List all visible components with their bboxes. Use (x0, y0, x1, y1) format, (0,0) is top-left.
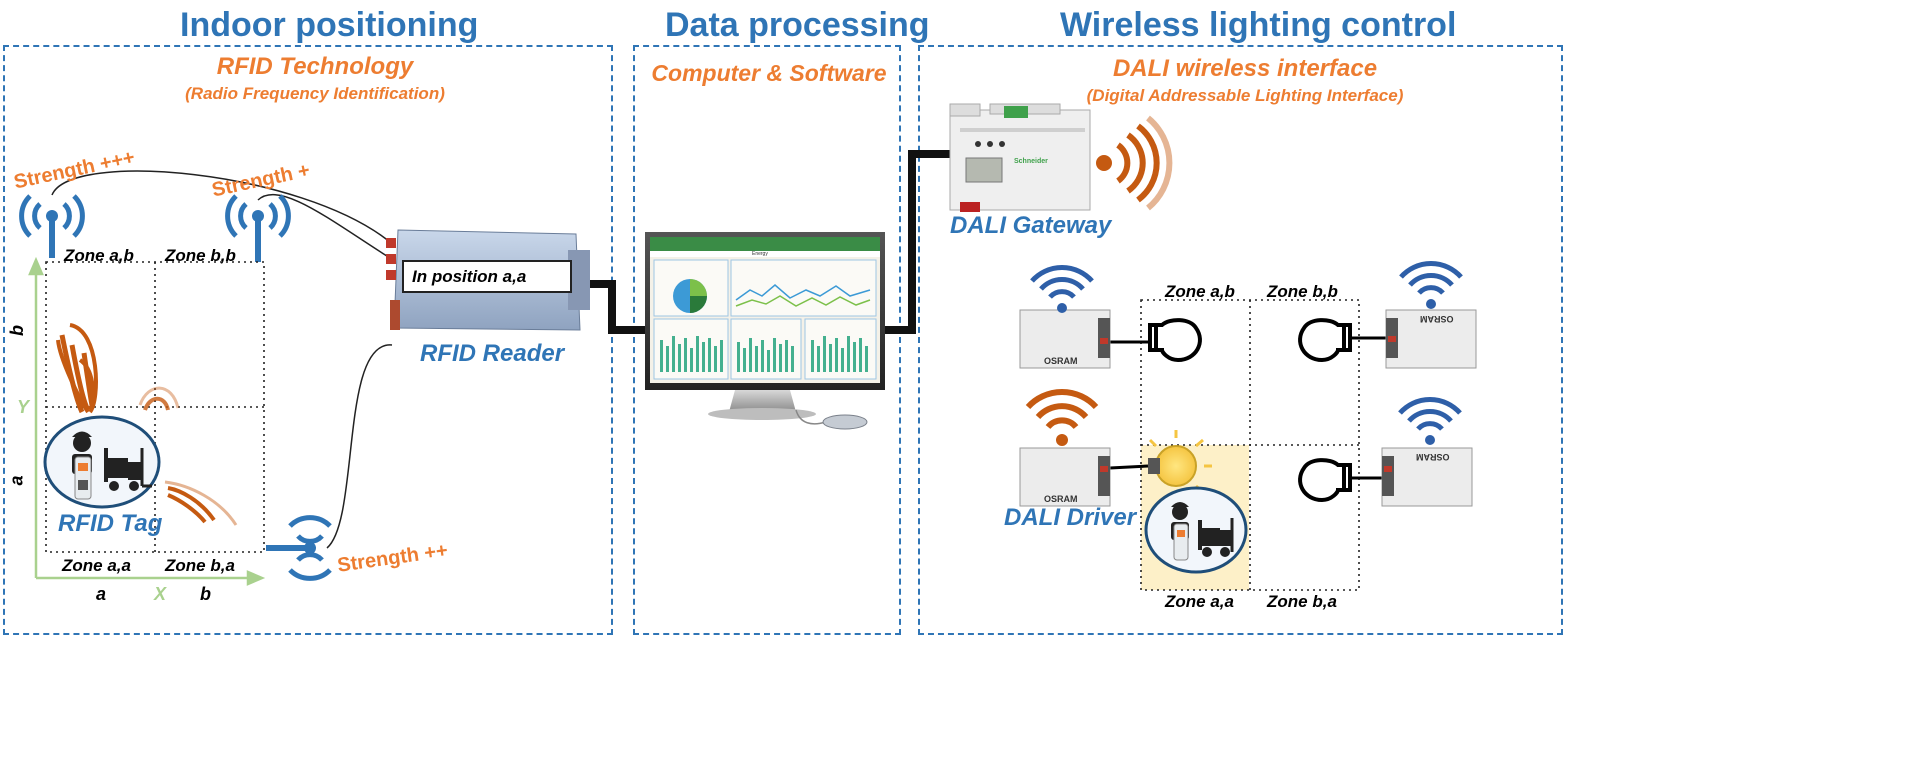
osram-brand-top-left: OSRAM (1044, 356, 1078, 366)
data-processing-panel (633, 45, 901, 635)
gateway-brand: Schneider (1014, 158, 1048, 165)
axis-b-horizontal-label: b (200, 584, 211, 604)
reader-display-text: In position a,a (412, 267, 527, 286)
dali-driver-bottom-right (1381, 447, 1473, 507)
rfid-zone-ba-label: Zone b,a (165, 556, 235, 575)
dali-interface-subtitle: DALI wireless interface (1112, 55, 1378, 82)
dali-expansion-subtitle: (Digital Addressable Lighting Interface) (1086, 86, 1404, 105)
dali-zone-aa-label: Zone a,a (1165, 592, 1234, 611)
dali-driver-top-left (1019, 309, 1111, 369)
dali-driver-label: DALI Driver (1004, 504, 1137, 531)
rfid-tag-label: RFID Tag (58, 510, 163, 537)
tag-signal-waves (56, 323, 238, 526)
dashboard-header: Energy (752, 251, 768, 257)
dali-gateway-device (949, 103, 1091, 212)
rfid-reader-label: RFID Reader (420, 340, 565, 367)
wireless-lighting-panel (918, 45, 1563, 635)
antenna-top-left (19, 194, 85, 258)
dali-driver-bottom-left (1019, 447, 1111, 507)
rfid-expansion-subtitle: (Radio Frequency Identification) (185, 84, 445, 103)
indoor-positioning-title: Indoor positioning (180, 6, 479, 44)
bulb-zone-ab (1148, 318, 1202, 363)
bulb-zone-ba (1298, 458, 1352, 503)
osram-brand-bottom-right: OSRAM (1416, 452, 1450, 462)
wifi-icon-bottom-right (1398, 397, 1462, 445)
axis-x-label: X (154, 584, 167, 604)
rfid-technology-subtitle: RFID Technology (216, 53, 414, 80)
dali-tag-illustration (1144, 486, 1248, 574)
dali-zone-grid (1140, 299, 1360, 591)
axis-y-label: Y (17, 397, 30, 417)
dali-gateway-label: DALI Gateway (950, 212, 1112, 239)
rfid-zone-aa-label: Zone a,a (62, 556, 131, 575)
computer-monitor (645, 232, 885, 430)
dali-zone-bb-label: Zone b,b (1267, 282, 1338, 301)
rfid-axes (28, 256, 266, 586)
antenna-cables (51, 170, 393, 549)
rfid-zone-ab-label: Zone a,b (64, 246, 134, 265)
wifi-icon-top-right (1399, 261, 1463, 309)
axis-a-vertical-label: a (6, 475, 27, 486)
computer-software-subtitle: Computer & Software (651, 60, 887, 86)
rfid-reader-device (386, 229, 590, 331)
dali-zone-ab-label: Zone a,b (1165, 282, 1235, 301)
osram-brand-bottom-left: OSRAM (1044, 494, 1078, 504)
antenna-top-right (225, 194, 291, 262)
antenna-bottom (266, 515, 332, 581)
indoor-positioning-panel (3, 45, 613, 635)
rfid-tag-illustration (43, 415, 161, 509)
wifi-icon-bottom-left-orange (1025, 388, 1099, 446)
wireless-lighting-title: Wireless lighting control (1060, 6, 1457, 44)
dali-driver-top-right (1385, 309, 1477, 369)
data-processing-title: Data processing (665, 6, 930, 44)
axis-a-horizontal-label: a (96, 584, 107, 604)
gateway-signal (1096, 115, 1173, 211)
axis-b-vertical-label: b (7, 325, 27, 336)
dali-zone-ba-label: Zone b,a (1267, 592, 1337, 611)
rfid-zone-bb-label: Zone b,b (165, 246, 236, 265)
wifi-icon-top-left (1030, 265, 1094, 313)
bulb-zone-bb (1298, 318, 1352, 363)
data-cables (590, 150, 950, 334)
osram-brand-top-right: OSRAM (1420, 314, 1454, 324)
